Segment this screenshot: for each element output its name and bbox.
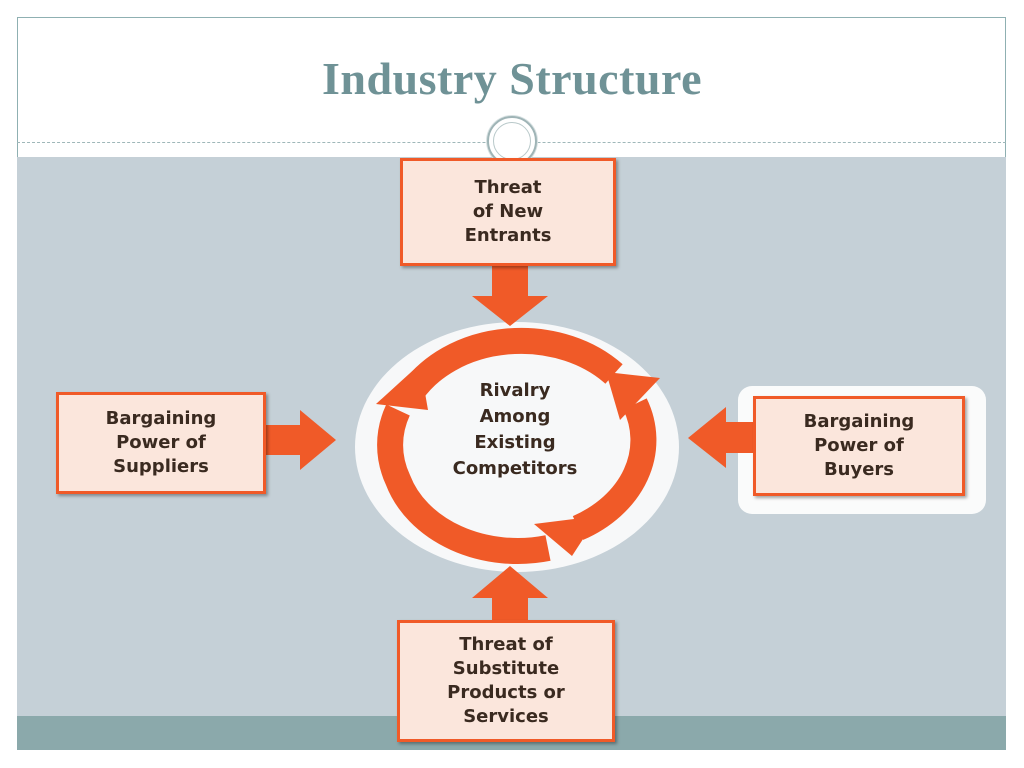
- arrow-top: [472, 264, 548, 326]
- cycle-head-top: [376, 364, 428, 410]
- arrow-right: [688, 407, 758, 468]
- cycle-arc-right: [572, 398, 657, 540]
- center-rivalry-label: Rivalry Among Existing Competitors: [452, 380, 578, 479]
- cycle-head-right: [606, 372, 660, 420]
- cycle-head-bottom: [534, 516, 598, 556]
- cycle-arrowheads: [376, 364, 660, 556]
- node-buyer-power: Bargaining Power of Buyers: [753, 396, 965, 496]
- node-threat-substitutes: Threat of Substitute Products or Service…: [397, 620, 615, 742]
- arrow-left: [266, 410, 336, 470]
- node-supplier-power: Bargaining Power of Suppliers: [56, 392, 266, 494]
- cycle-arc-bottom: [377, 404, 551, 564]
- cycle-arrows: [377, 327, 657, 564]
- arrow-bottom: [472, 566, 548, 622]
- cycle-arc-top: [401, 327, 623, 400]
- slide-title: Industry Structure: [321, 53, 702, 104]
- divider-circle-ornament: [487, 116, 537, 166]
- node-threat-new-entrants: Threat of New Entrants: [400, 158, 616, 266]
- force-arrows: [266, 264, 758, 622]
